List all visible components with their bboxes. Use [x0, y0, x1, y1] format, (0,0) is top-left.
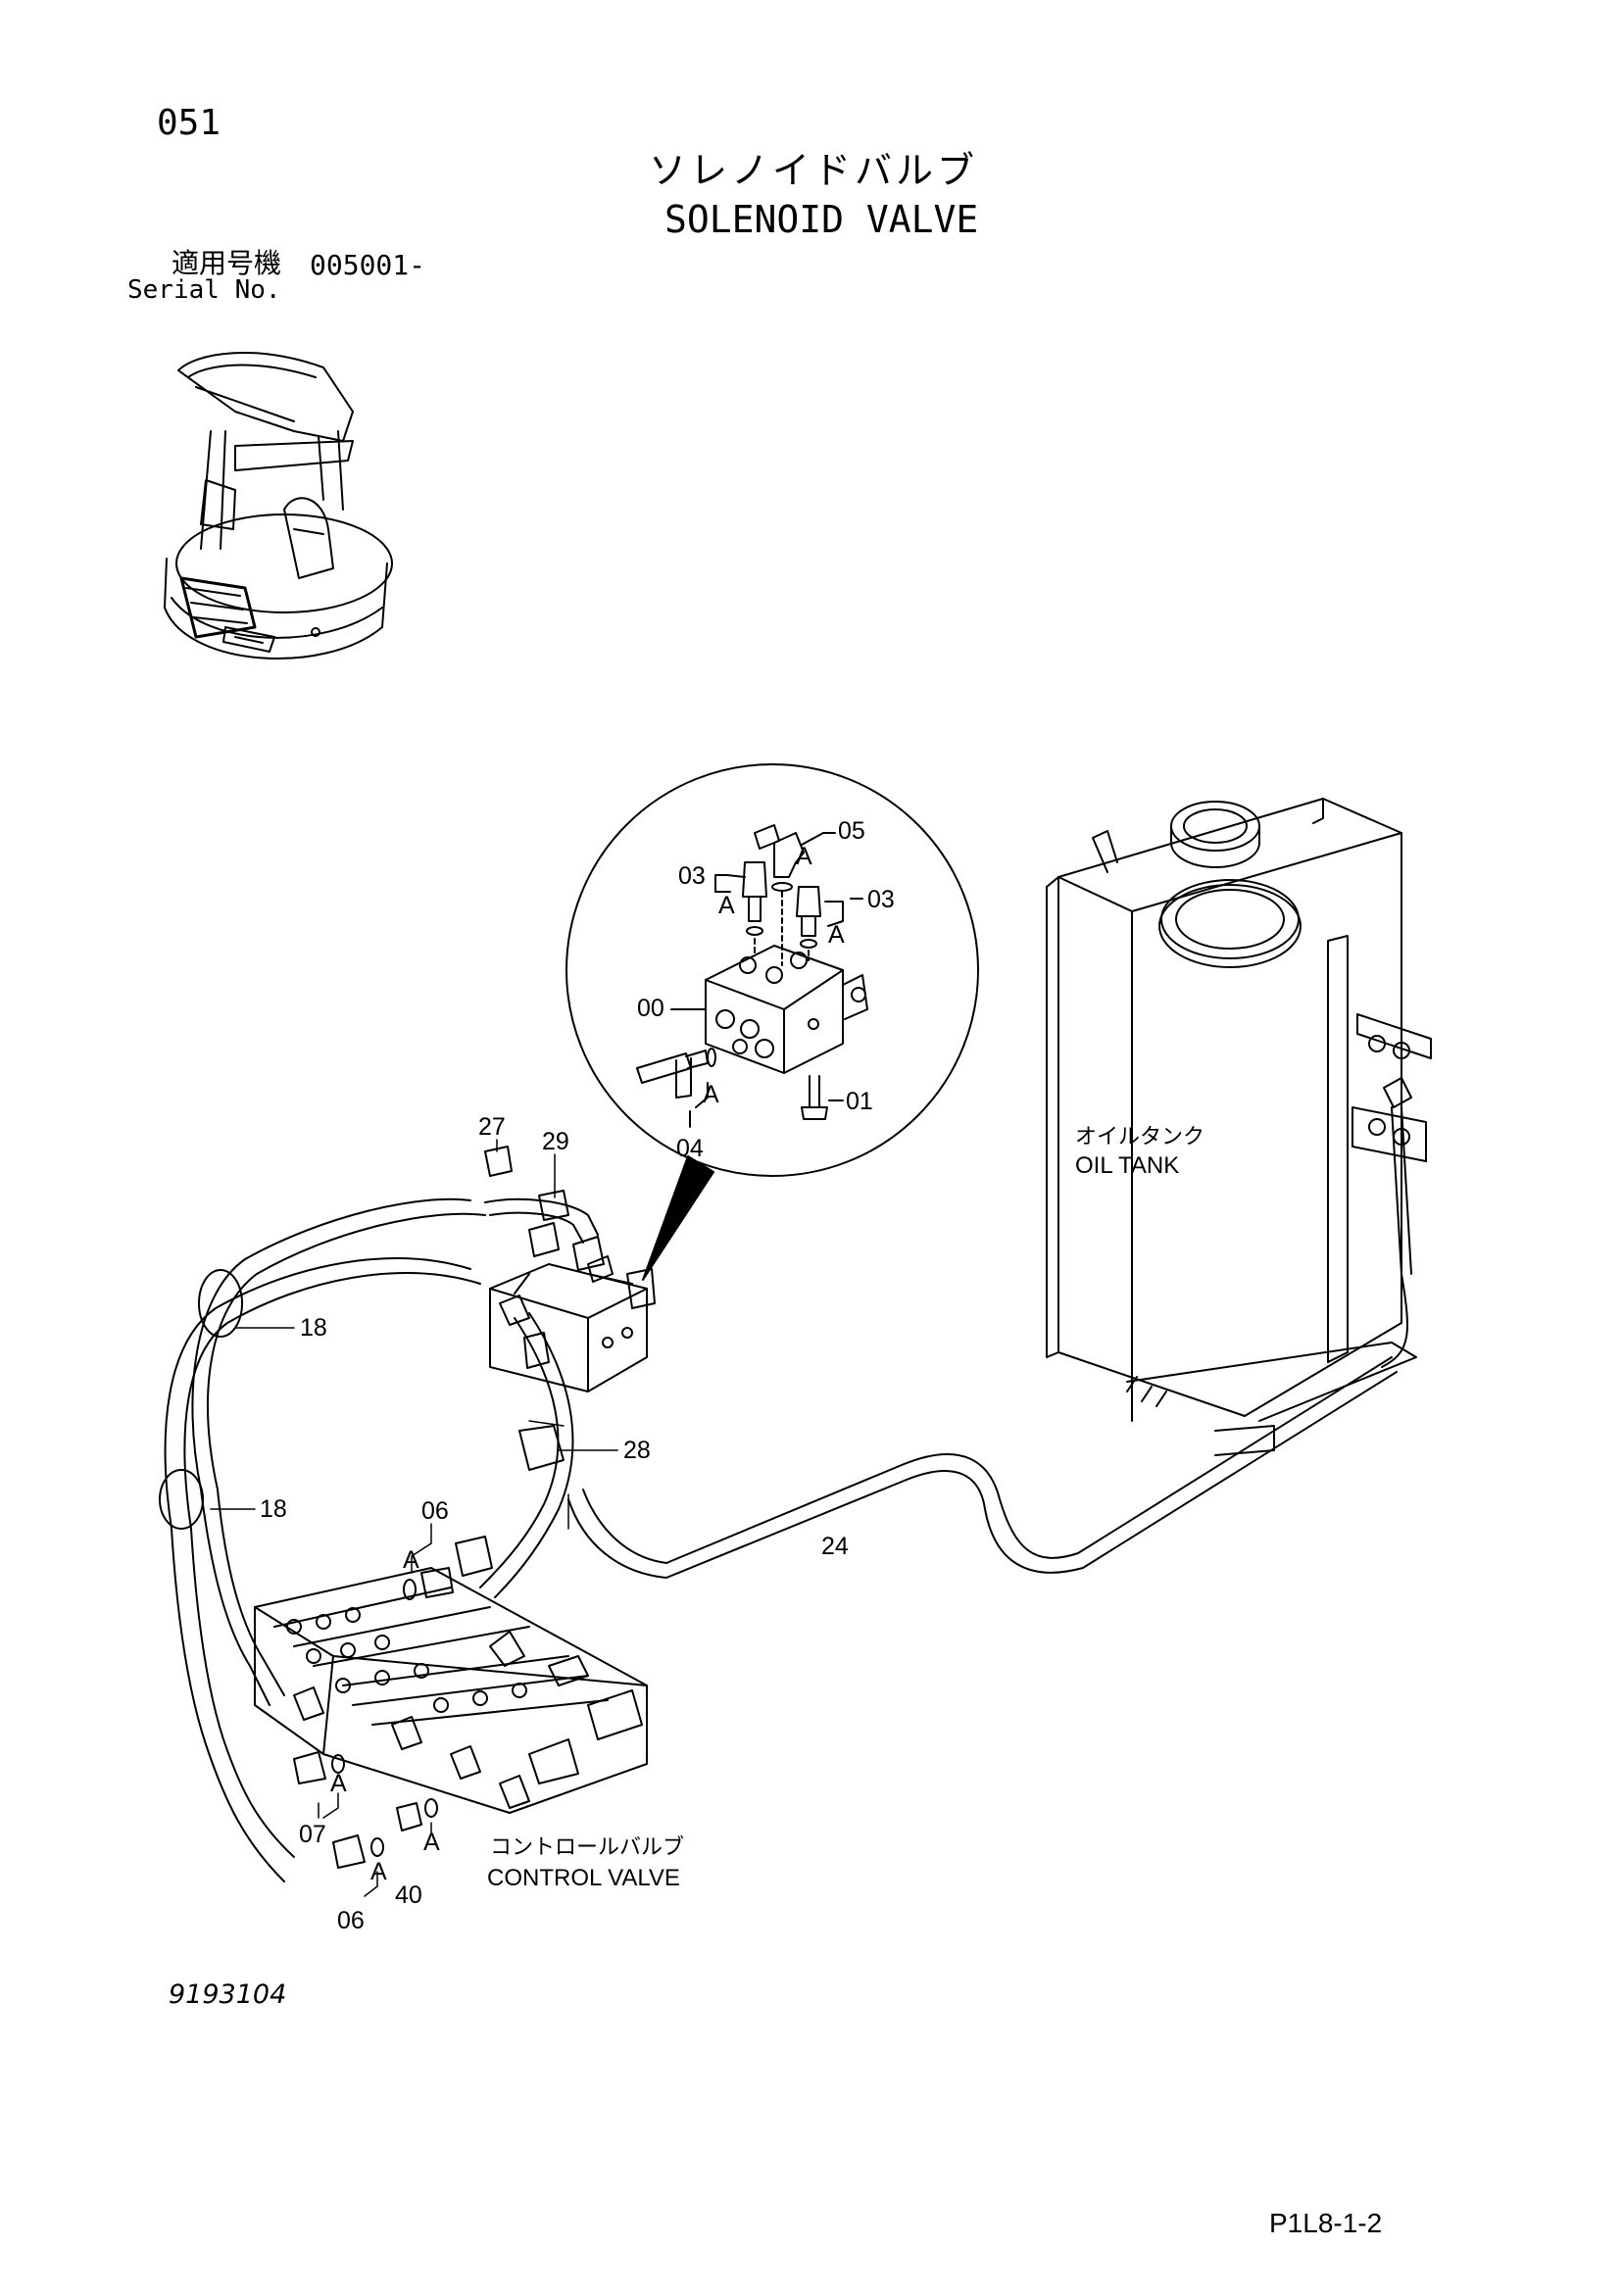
callout-a-05: A	[796, 843, 812, 870]
part-label-06-upper: 06	[421, 1497, 449, 1525]
callout-a-04: A	[703, 1081, 719, 1108]
control-valve-drawing	[254, 1567, 648, 1814]
serial-value: 005001-	[310, 249, 426, 281]
page-number: 051	[157, 103, 221, 143]
part-label-18-upper: 18	[300, 1314, 327, 1342]
oil-tank-drawing	[1046, 798, 1432, 1456]
drawing-number: 9193104	[169, 1979, 287, 2010]
control-valve-label-japanese: コントロールバルブ	[490, 1835, 685, 1860]
part-label-04: 04	[676, 1135, 704, 1162]
part-label-06-lower: 06	[337, 1907, 365, 1934]
callout-a-03-right: A	[828, 921, 845, 949]
page-code: P1L8-1-2	[1269, 2208, 1383, 2238]
machine-overview-thumbnail	[164, 352, 393, 659]
part-label-01: 01	[846, 1088, 873, 1115]
part-label-05: 05	[838, 817, 865, 845]
solenoid-valve-drawing	[489, 1222, 656, 1392]
callout-a-07: A	[330, 1770, 347, 1797]
detail-view-circle	[565, 763, 979, 1281]
part-label-24: 24	[821, 1533, 849, 1560]
oil-tank-label-japanese: オイルタンク	[1075, 1125, 1205, 1149]
oil-tank-label-english: OIL TANK	[1075, 1152, 1180, 1179]
callout-a-03-left: A	[718, 892, 735, 919]
part-label-18-lower: 18	[260, 1495, 287, 1523]
serial-label-japanese: 適用号機	[172, 247, 282, 279]
part-label-03-left: 03	[678, 862, 706, 890]
part-label-40: 40	[395, 1881, 422, 1909]
callout-a-06-upper: A	[403, 1546, 419, 1574]
callout-a-06-lower: A	[370, 1858, 387, 1885]
part-label-27: 27	[478, 1113, 506, 1141]
leader-lines	[210, 1139, 618, 1897]
title-japanese: ソレノイドバルブ	[649, 149, 979, 192]
part-label-07: 07	[299, 1821, 326, 1848]
part-label-29: 29	[542, 1128, 569, 1155]
hose-lines	[159, 1146, 1398, 1882]
callout-a-40: A	[423, 1829, 440, 1856]
title-english: SOLENOID VALVE	[664, 198, 979, 241]
serial-label-english: Serial No.	[127, 275, 281, 305]
part-label-28: 28	[623, 1437, 651, 1464]
part-label-00: 00	[637, 995, 664, 1022]
part-label-03-right: 03	[867, 886, 895, 913]
control-valve-label-english: CONTROL VALVE	[487, 1865, 680, 1891]
